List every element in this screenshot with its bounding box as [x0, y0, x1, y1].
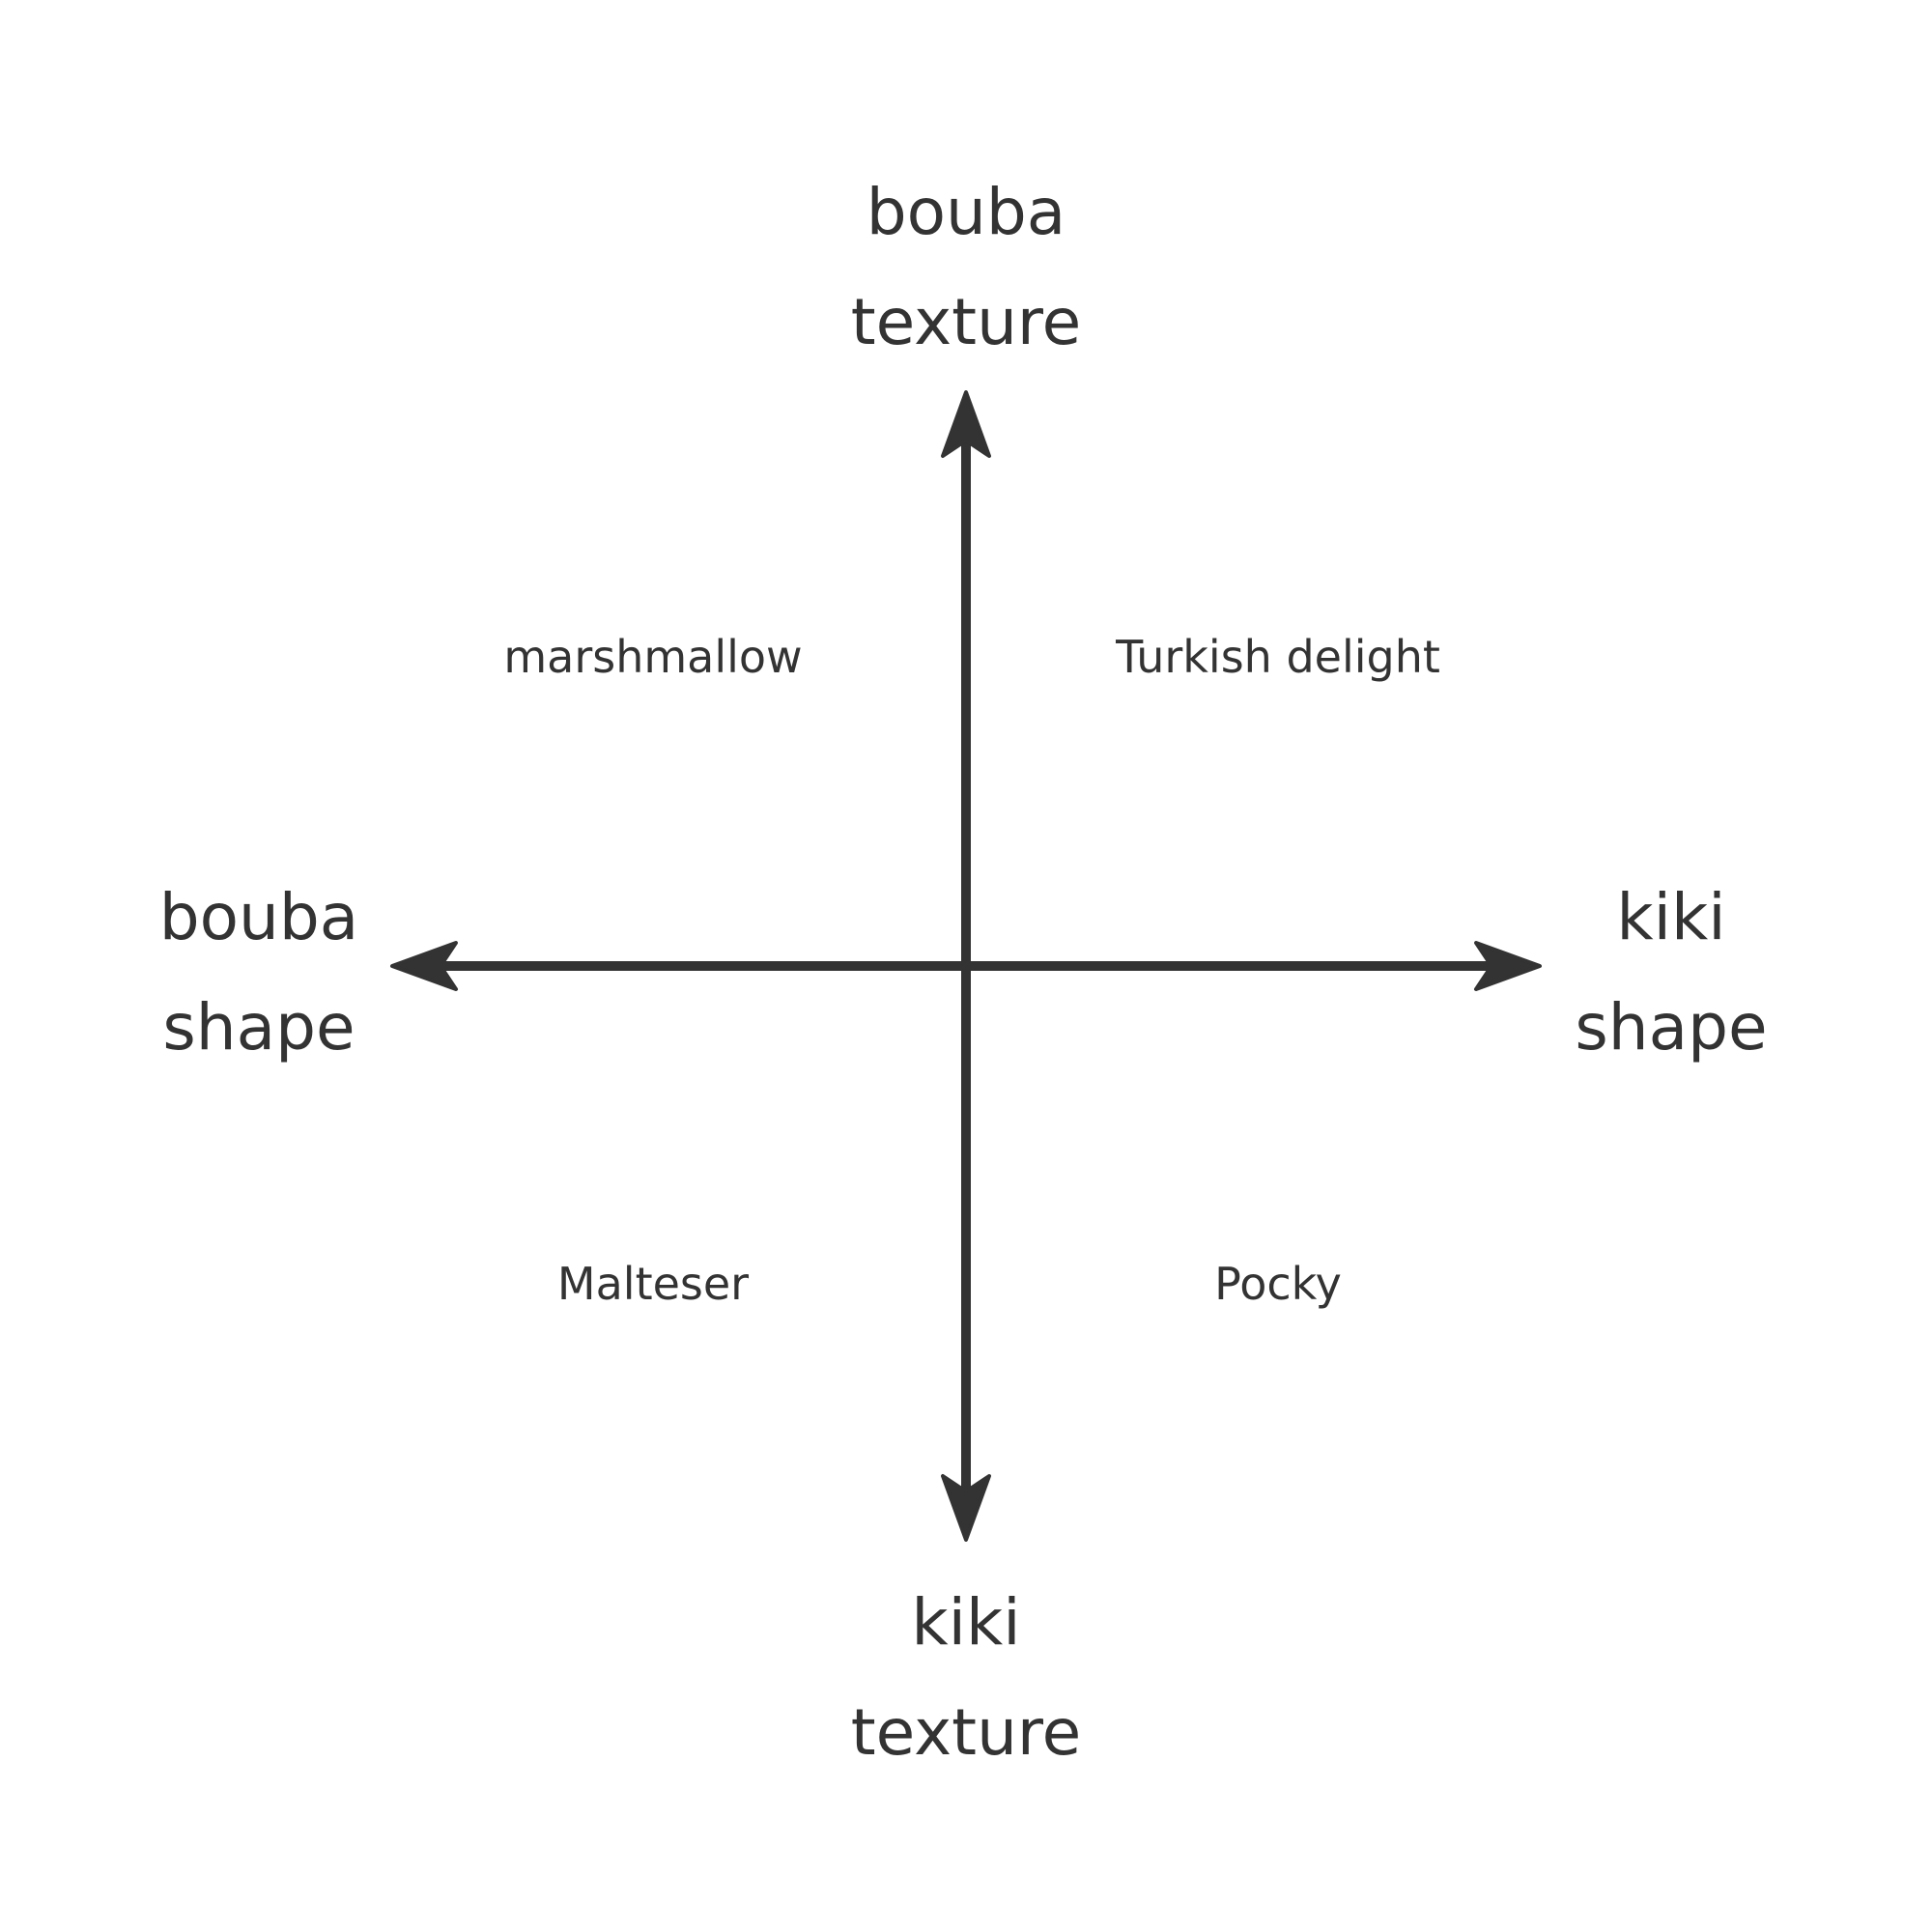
axis-label-left-line1: bouba — [158, 880, 359, 954]
axis-label-right-line1: kiki — [1616, 880, 1726, 954]
quadrant-label-bottom-right: Pocky — [1214, 1258, 1342, 1310]
axis-label-left-line2: shape — [162, 990, 355, 1065]
axis-label-top-line2: texture — [850, 285, 1082, 359]
quadrant-label-bottom-left: Malteser — [556, 1258, 750, 1310]
arrow-right-icon — [1474, 941, 1542, 991]
axis-label-right: kiki shape — [1575, 863, 1767, 1083]
arrow-up-icon — [941, 390, 991, 458]
quadrant-label-top-right: Turkish delight — [1116, 631, 1440, 683]
arrow-down-icon — [941, 1474, 991, 1542]
axis-label-right-line2: shape — [1575, 990, 1768, 1065]
quadrant-label-top-left: marshmallow — [503, 631, 803, 683]
axis-label-bottom-line2: texture — [850, 1695, 1082, 1770]
axis-label-top: bouba texture — [851, 157, 1081, 378]
arrow-left-icon — [390, 941, 458, 991]
axis-label-bottom: kiki texture — [851, 1568, 1081, 1788]
axis-label-top-line1: bouba — [866, 175, 1066, 249]
axis-label-left: bouba shape — [159, 863, 358, 1083]
axis-label-bottom-line1: kiki — [911, 1585, 1021, 1660]
